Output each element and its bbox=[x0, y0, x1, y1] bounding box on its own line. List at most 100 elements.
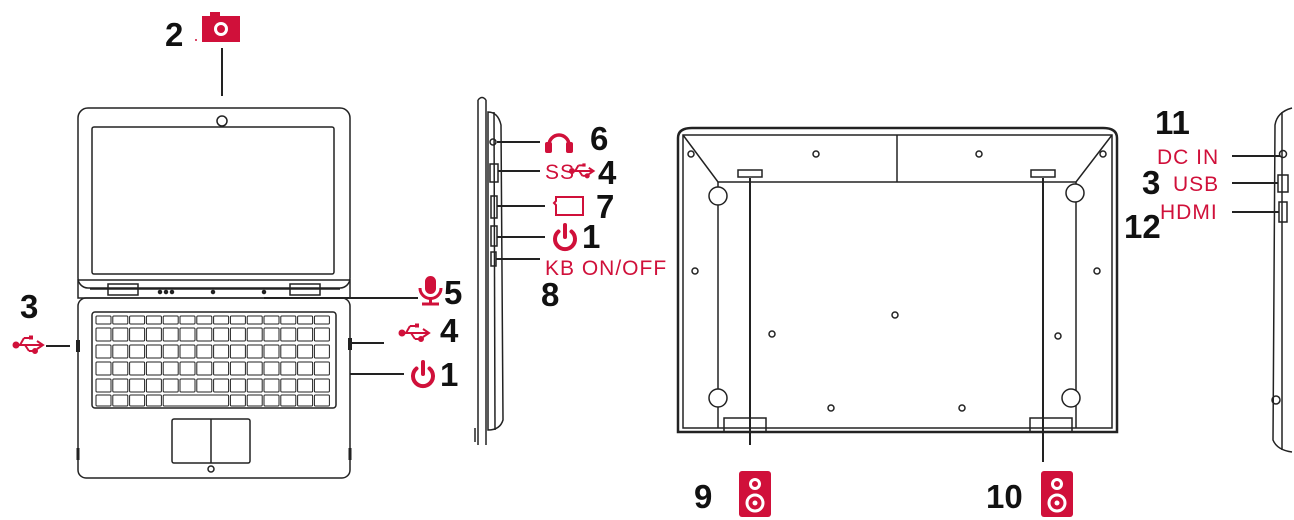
keyboard-key bbox=[145, 394, 162, 407]
usb-ss-callout: SS 4 bbox=[498, 154, 617, 191]
keyboard-key bbox=[280, 378, 297, 393]
keyboard-key bbox=[263, 378, 280, 393]
keyboard-key bbox=[297, 378, 314, 393]
callout-2: 2 bbox=[165, 16, 183, 53]
callout-12: 12 bbox=[1124, 208, 1161, 245]
kb-switch-callout: KB ON/OFF 8 bbox=[496, 257, 666, 313]
callout-4-right: 4 bbox=[440, 312, 459, 349]
keyboard-key bbox=[280, 315, 297, 325]
keyboard-key bbox=[313, 361, 330, 376]
keyboard bbox=[91, 311, 337, 409]
speaker-icon bbox=[737, 469, 773, 519]
keyboard-key bbox=[196, 361, 213, 376]
laptop-side-view-left bbox=[474, 96, 504, 445]
laptop-base bbox=[77, 297, 351, 479]
keyboard-key bbox=[263, 344, 280, 359]
keyboard-key bbox=[263, 394, 280, 407]
usb-label: USB bbox=[1173, 173, 1219, 196]
callout-3-right: 3 bbox=[1142, 164, 1160, 201]
keyboard-key bbox=[129, 327, 146, 342]
keyboard-key bbox=[95, 327, 112, 342]
callout-4-side: 4 bbox=[598, 154, 617, 191]
keyboard-key bbox=[145, 315, 162, 325]
callout-5: 5 bbox=[444, 274, 462, 311]
keyboard-key bbox=[95, 344, 112, 359]
dc-in-label: DC IN bbox=[1157, 146, 1219, 169]
keyboard-key bbox=[112, 361, 129, 376]
keyboard-key bbox=[263, 361, 280, 376]
callout-9: 9 bbox=[694, 478, 712, 515]
keyboard-key bbox=[263, 327, 280, 342]
keyboard-key bbox=[280, 394, 297, 407]
usb-callout-left: 3 bbox=[12, 288, 70, 354]
keyboard-key bbox=[129, 315, 146, 325]
laptop-screen bbox=[91, 126, 335, 275]
keyboard-key bbox=[313, 315, 330, 325]
dc-in-callout: 11 DC IN bbox=[1155, 104, 1280, 169]
usb-icon bbox=[398, 322, 430, 342]
speaker-icon bbox=[1039, 469, 1075, 519]
keyboard-key bbox=[196, 378, 213, 393]
callout-11: 11 bbox=[1155, 104, 1190, 141]
keyboard-key bbox=[129, 394, 146, 407]
hdmi-callout: HDMI 12 bbox=[1124, 201, 1279, 245]
headphone-callout: 6 bbox=[497, 120, 608, 157]
keyboard-key bbox=[129, 361, 146, 376]
usb-icon bbox=[12, 334, 44, 354]
sd-card-callout: 7 bbox=[497, 188, 614, 225]
keyboard-key bbox=[313, 327, 330, 342]
keyboard-key bbox=[112, 378, 129, 393]
keyboard-key bbox=[162, 378, 179, 393]
laptop-bottom-view bbox=[676, 126, 1119, 434]
keyboard-key bbox=[280, 327, 297, 342]
keyboard-key bbox=[280, 344, 297, 359]
keyboard-key bbox=[229, 344, 246, 359]
callout-7: 7 bbox=[596, 188, 614, 225]
keyboard-key bbox=[162, 344, 179, 359]
keyboard-key bbox=[297, 327, 314, 342]
keyboard-key bbox=[213, 327, 230, 342]
microphone-callout: 5 bbox=[264, 274, 462, 311]
keyboard-key bbox=[196, 344, 213, 359]
callout-1-right: 1 bbox=[440, 356, 458, 393]
keyboard-key bbox=[179, 344, 196, 359]
keyboard-key bbox=[179, 378, 196, 393]
keyboard-key bbox=[145, 361, 162, 376]
keyboard-key bbox=[95, 361, 112, 376]
keyboard-key bbox=[229, 378, 246, 393]
speaker-callout-right: 10 bbox=[986, 178, 1075, 519]
keyboard-key bbox=[179, 315, 196, 325]
keyboard-key bbox=[112, 327, 129, 342]
keyboard-key bbox=[95, 378, 112, 393]
power-callout-right: 1 bbox=[350, 356, 458, 393]
keyboard-key bbox=[297, 361, 314, 376]
keyboard-key bbox=[213, 315, 230, 325]
power-icon bbox=[553, 223, 577, 252]
laptop-side-view-right bbox=[1271, 107, 1293, 453]
keyboard-key bbox=[162, 315, 179, 325]
keyboard-key bbox=[246, 344, 263, 359]
keyboard-key bbox=[297, 344, 314, 359]
keyboard-key bbox=[196, 327, 213, 342]
power-callout-side: 1 bbox=[497, 218, 600, 255]
keyboard-key bbox=[229, 327, 246, 342]
callout-6: 6 bbox=[590, 120, 608, 157]
keyboard-key bbox=[229, 315, 246, 325]
callout-3-left: 3 bbox=[20, 288, 38, 325]
power-icon bbox=[411, 360, 435, 389]
microphone-icon bbox=[418, 276, 443, 306]
keyboard-key bbox=[213, 378, 230, 393]
keyboard-key bbox=[112, 394, 129, 407]
keyboard-key bbox=[179, 327, 196, 342]
callout-8: 8 bbox=[541, 276, 559, 313]
keyboard-key bbox=[145, 327, 162, 342]
keyboard-key bbox=[246, 315, 263, 325]
camera-icon bbox=[202, 12, 240, 42]
keyboard-key bbox=[246, 327, 263, 342]
camera-callout: 2 bbox=[165, 12, 240, 96]
headphone-icon bbox=[545, 133, 573, 153]
keyboard-key bbox=[313, 344, 330, 359]
keyboard-key bbox=[196, 315, 213, 325]
callout-10: 10 bbox=[986, 478, 1023, 515]
